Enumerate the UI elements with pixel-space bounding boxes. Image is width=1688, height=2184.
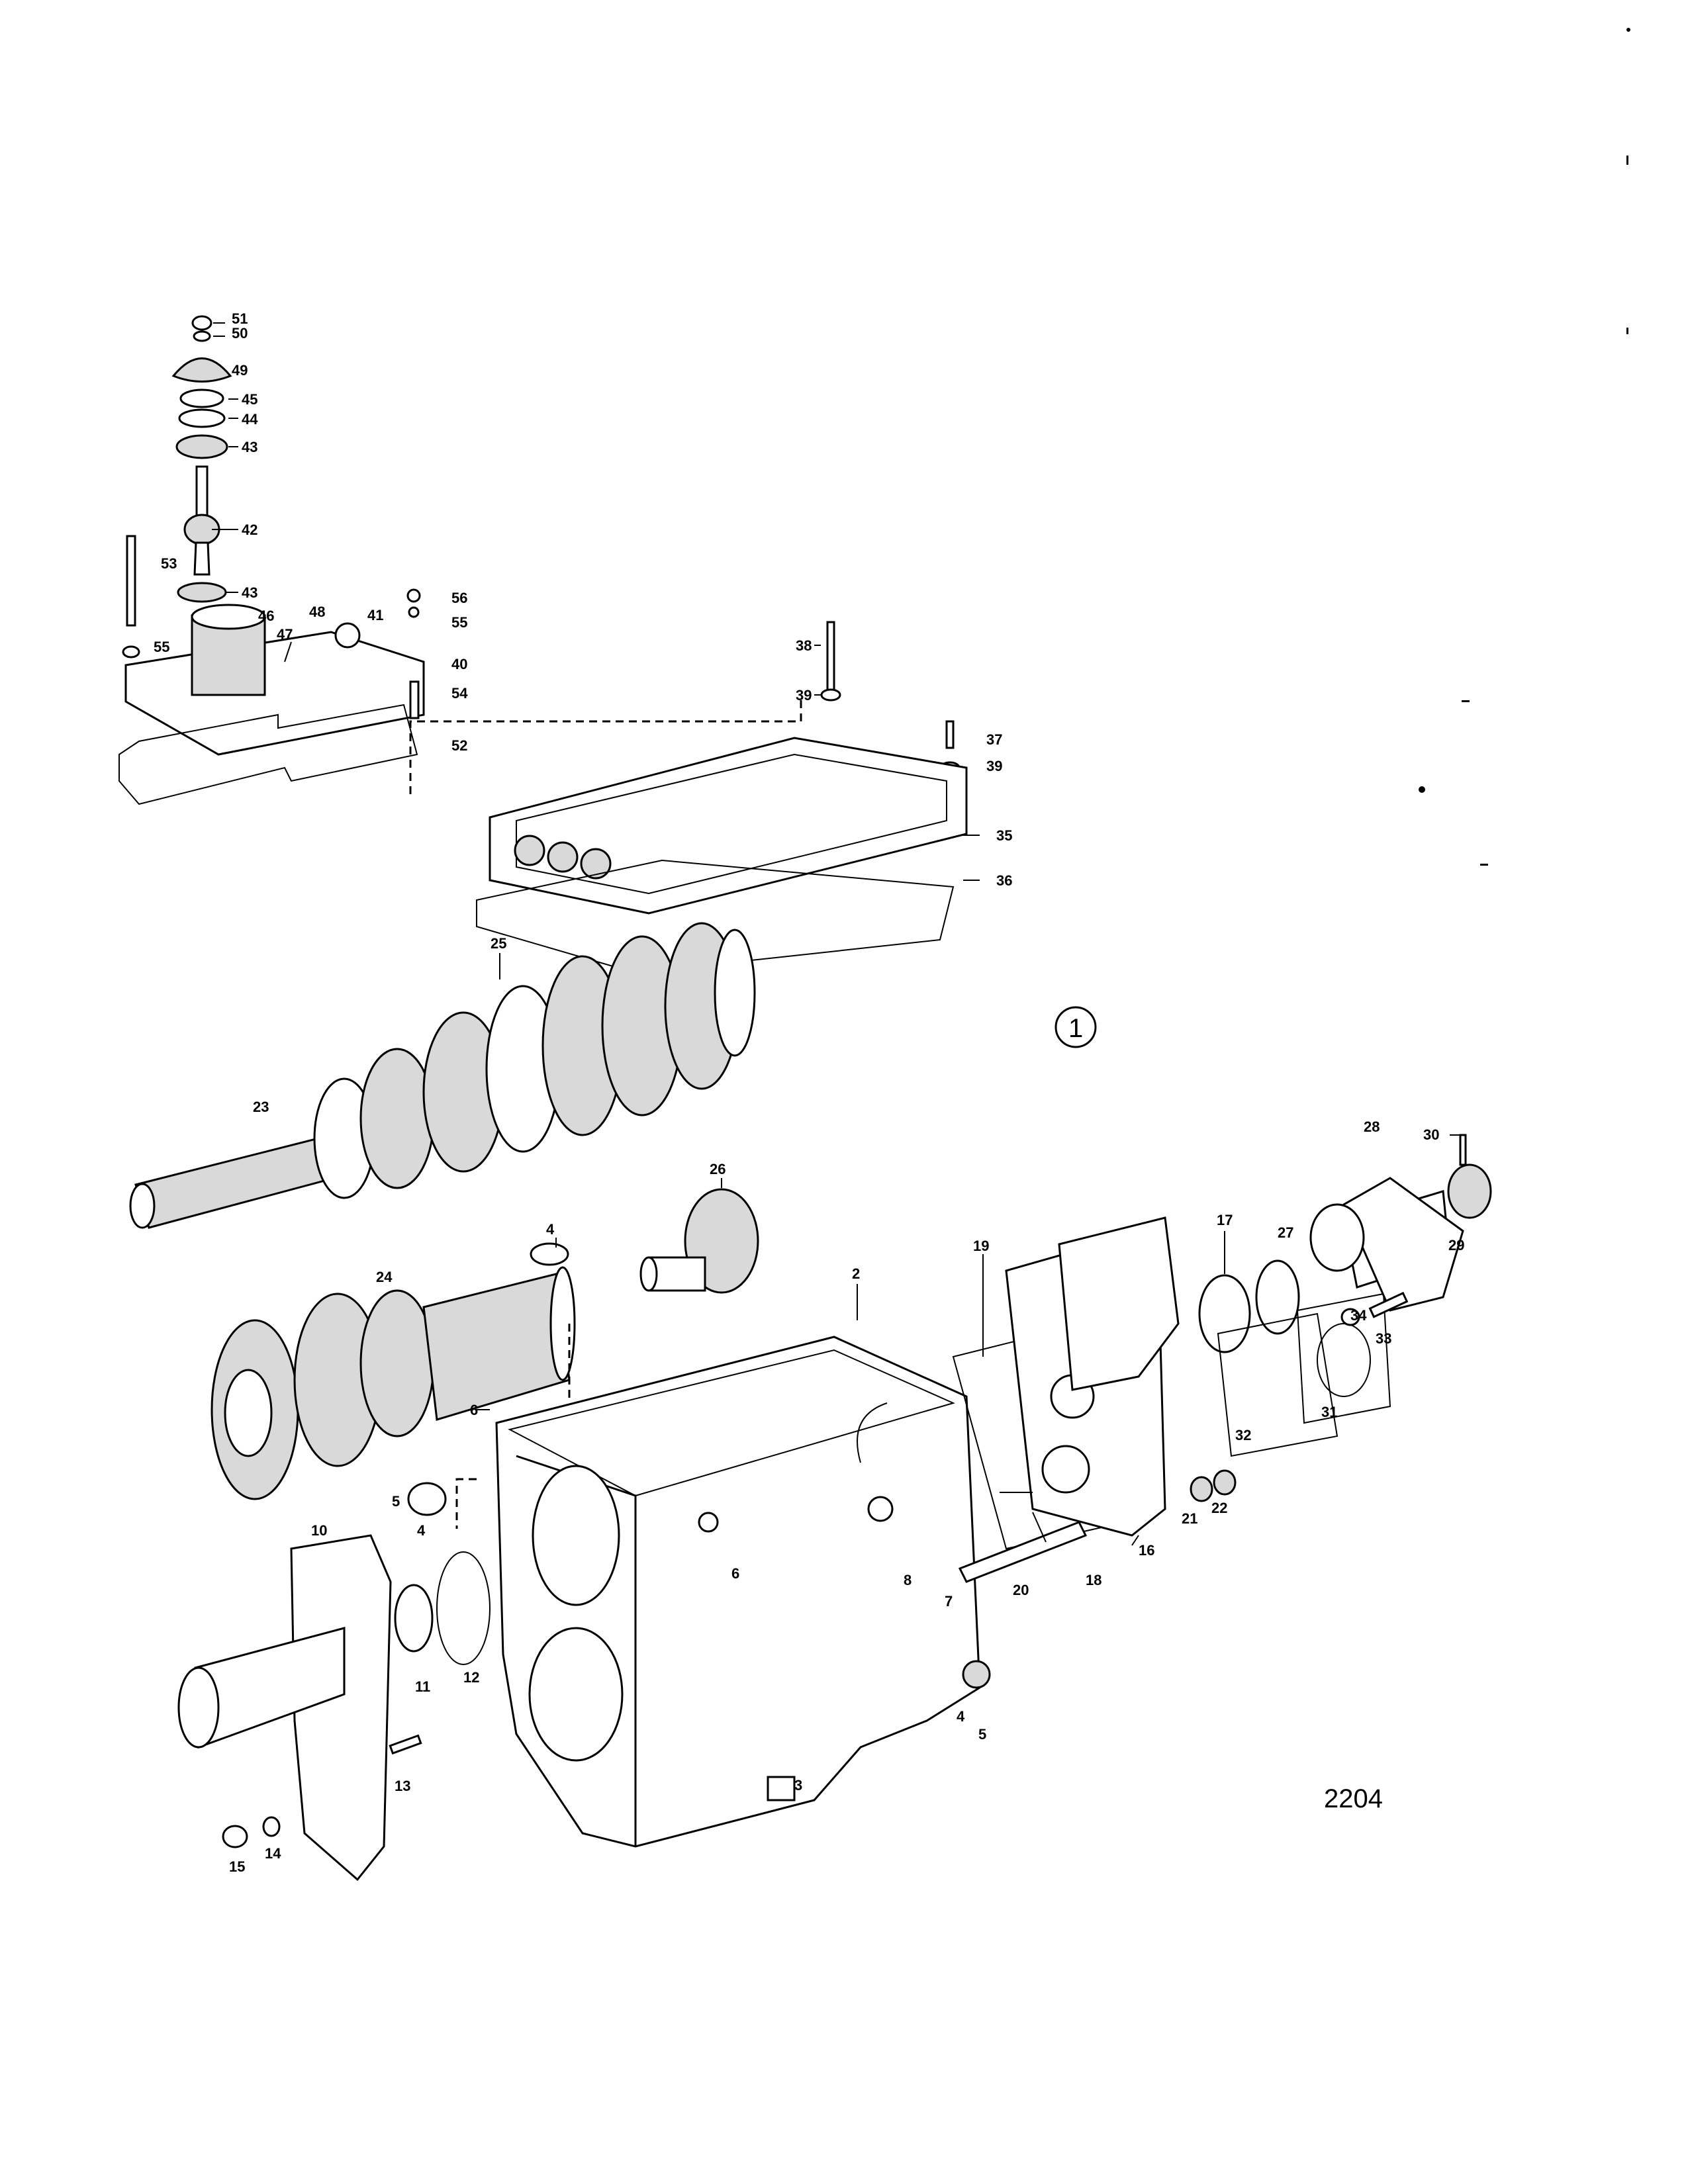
callout-16: 16 [1139, 1542, 1154, 1559]
gearbox-housing [495, 1336, 991, 1848]
callout-19: 19 [973, 1238, 989, 1254]
callout-6: 6 [731, 1565, 739, 1582]
callout-12: 12 [463, 1669, 479, 1686]
callout-29: 29 [1448, 1237, 1464, 1253]
callout-24: 24 [376, 1269, 393, 1285]
figure-number: 1 [1068, 1014, 1083, 1043]
callout-47: 47 [277, 626, 293, 643]
rear-cover-assembly [952, 1216, 1391, 1583]
callout-8: 8 [904, 1572, 912, 1588]
drawing-number: 2204 [1324, 1784, 1383, 1813]
figure-number-badge: 1 [1055, 1006, 1097, 1048]
callout-3: 3 [794, 1777, 802, 1794]
callout-10: 10 [311, 1522, 327, 1539]
callout-2: 2 [852, 1265, 860, 1282]
callout-55: 55 [154, 639, 169, 655]
callout-43: 43 [242, 439, 258, 455]
callout-55: 55 [451, 614, 467, 631]
callout-40: 40 [451, 656, 467, 672]
callout-45: 45 [242, 391, 258, 408]
callout-25: 25 [491, 935, 506, 952]
callout-22: 22 [1211, 1500, 1227, 1516]
callout-33: 33 [1376, 1330, 1391, 1347]
callout-48: 48 [309, 604, 325, 620]
callout-39: 39 [796, 687, 812, 704]
callout-42: 42 [242, 522, 258, 538]
callout-44: 44 [242, 411, 258, 428]
callout-41: 41 [367, 607, 383, 623]
callout-49: 49 [232, 362, 248, 379]
leader-lines [212, 322, 1460, 1546]
callout-18: 18 [1086, 1572, 1102, 1588]
callout-7: 7 [945, 1593, 953, 1610]
callout-23: 23 [253, 1099, 269, 1115]
callout-30: 30 [1423, 1126, 1439, 1143]
callout-51: 51 [232, 310, 248, 327]
callout-20: 20 [1013, 1582, 1029, 1598]
front-bearing-cover [177, 1534, 491, 1882]
callout-6: 6 [470, 1402, 478, 1418]
callout-54: 54 [451, 685, 468, 702]
callout-11: 11 [415, 1678, 430, 1695]
callout-14: 14 [265, 1845, 281, 1862]
callout-38: 38 [796, 637, 812, 654]
callout-32: 32 [1235, 1427, 1251, 1443]
callout-35: 35 [996, 827, 1012, 844]
callout-46: 46 [258, 608, 274, 624]
callout-17: 17 [1217, 1212, 1233, 1228]
callout-53: 53 [161, 555, 177, 572]
callout-39: 39 [986, 758, 1002, 774]
callout-50: 50 [232, 325, 248, 341]
reverse-gear [639, 1188, 759, 1294]
callout-5: 5 [978, 1726, 986, 1743]
countershaft-gear-cluster [211, 1242, 576, 1529]
callout-27: 27 [1278, 1224, 1293, 1241]
callout-15: 15 [229, 1858, 245, 1875]
callout-26: 26 [710, 1161, 726, 1177]
callout-4: 4 [546, 1221, 555, 1238]
selector-housing [409, 621, 968, 974]
callout-4: 4 [957, 1708, 965, 1725]
callout-28: 28 [1364, 1118, 1380, 1135]
callout-52: 52 [451, 737, 467, 754]
output-flange-assembly [1309, 1134, 1492, 1326]
callout-37: 37 [986, 731, 1002, 748]
callout-36: 36 [996, 872, 1012, 889]
callout-5: 5 [392, 1493, 400, 1510]
callout-13: 13 [395, 1778, 410, 1794]
callout-labels: 51 50 49 45 44 43 42 53 43 56 55 41 46 4… [154, 310, 1464, 1875]
main-shaft-assembly [129, 922, 756, 1229]
callout-21: 21 [1182, 1510, 1197, 1527]
callout-4: 4 [417, 1522, 426, 1539]
callout-31: 31 [1321, 1404, 1337, 1420]
callout-43: 43 [242, 584, 258, 601]
callout-56: 56 [451, 590, 467, 606]
callout-34: 34 [1350, 1307, 1367, 1324]
scan-specks [1419, 28, 1630, 866]
